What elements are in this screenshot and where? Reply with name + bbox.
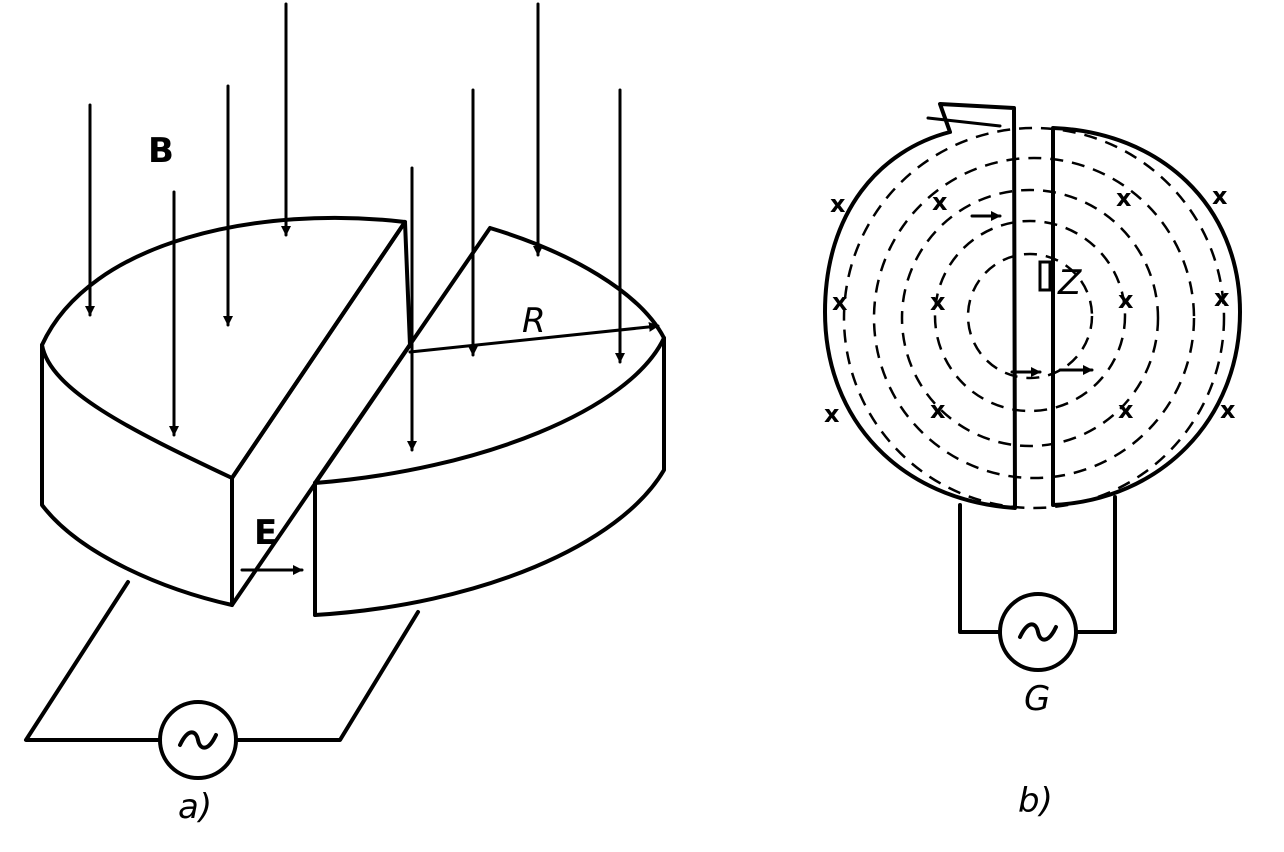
field-mark: x (1220, 396, 1236, 424)
label-r: R (522, 301, 546, 341)
right-half-outline (1051, 126, 1242, 507)
figure-a: B E R a) (24, 2, 666, 827)
top-notch (926, 116, 1002, 128)
radius-arrow (408, 321, 660, 354)
right-wire (234, 610, 420, 742)
label-g: G (1024, 679, 1050, 719)
field-mark: x (830, 190, 846, 218)
orbit-ring (842, 126, 1226, 510)
field-mark: x (1212, 182, 1228, 210)
field-mark: x (1116, 184, 1132, 212)
field-mark: x (1118, 286, 1134, 314)
magnetic-field-arrows (85, 2, 625, 452)
left-half-outline (823, 102, 1017, 510)
orbit-ring (966, 252, 1094, 380)
field-mark: x (1118, 396, 1134, 424)
field-mark: x (1214, 284, 1230, 312)
right-half-side-wall (313, 336, 666, 617)
ac-generator-b (998, 592, 1078, 672)
label-e: E (254, 513, 277, 553)
caption-b: b) (1018, 781, 1053, 821)
field-mark: x (932, 188, 948, 216)
orbit-ring (872, 156, 1196, 480)
field-mark: x (824, 400, 840, 428)
left-half-top-face (40, 215, 407, 480)
label-b: B (148, 131, 174, 171)
orbit-ring (900, 188, 1160, 448)
particle-orbits (842, 126, 1226, 510)
right-half-top-face (313, 226, 666, 485)
left-wire (24, 580, 162, 742)
left-wire-b (958, 503, 1002, 634)
right-wire-b (1074, 495, 1117, 634)
caption-a: a) (178, 787, 212, 827)
field-into-page-marks: x x x x x x x x x x x x (824, 182, 1236, 428)
field-mark: x (832, 288, 848, 316)
ac-generator-a (158, 700, 238, 780)
left-half-side-wall (40, 343, 234, 607)
label-z: Z (1057, 263, 1082, 303)
sine-wave-icon (1018, 622, 1058, 642)
field-mark: x (930, 288, 946, 316)
particle-source (1038, 260, 1052, 292)
field-mark: x (930, 396, 946, 424)
figure-b: x x x x x x x x x x x x Z G b) (823, 102, 1242, 821)
orbit-ring (933, 219, 1127, 413)
sine-wave-icon (178, 730, 218, 750)
